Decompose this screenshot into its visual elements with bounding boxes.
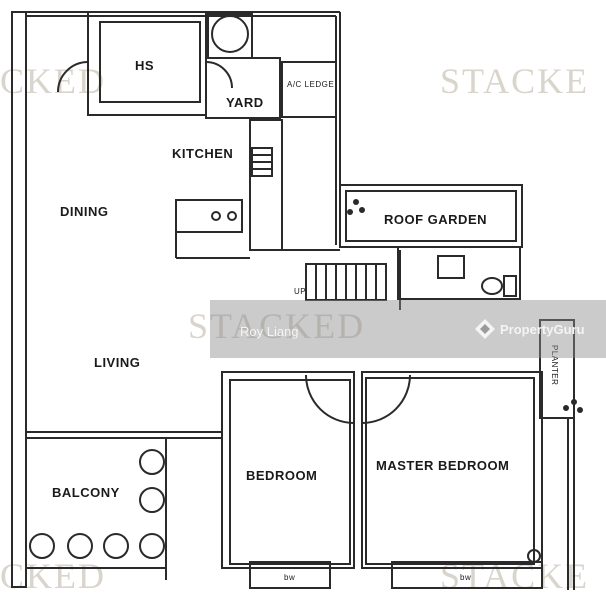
outer-left-wall <box>11 11 27 588</box>
label-bedroom: BEDROOM <box>246 468 318 483</box>
label-kitchen: KITCHEN <box>172 146 234 161</box>
label-planter: PLANTER <box>550 345 559 386</box>
staircase <box>305 263 387 301</box>
label-dining: DINING <box>60 204 109 219</box>
propertyguru-logo-icon <box>475 319 495 339</box>
label-ac-ledge: A/C LEDGE <box>287 80 335 89</box>
bedroom-door-arc <box>305 374 355 424</box>
label-yard: YARD <box>226 95 264 110</box>
plant-symbols <box>347 199 583 413</box>
label-up: UP <box>294 287 307 296</box>
label-master-bedroom: MASTER BEDROOM <box>376 458 510 473</box>
agent-overlay-banner <box>210 300 606 358</box>
planter <box>539 319 575 419</box>
bay-window-left <box>249 561 331 589</box>
label-bw-left: bw <box>284 573 296 582</box>
bay-window-right <box>391 561 543 589</box>
master-bedroom <box>361 371 543 569</box>
label-bw-right: bw <box>460 573 472 582</box>
label-living: LIVING <box>94 355 141 370</box>
bathroom <box>397 246 521 300</box>
propertyguru-brand: PropertyGuru <box>500 322 585 337</box>
master-door-arc <box>361 374 411 424</box>
label-roof-garden: ROOF GARDEN <box>384 212 487 227</box>
bedroom <box>221 371 355 569</box>
ac-ledge <box>281 61 337 118</box>
label-balcony: BALCONY <box>52 485 120 500</box>
yard-room <box>205 57 281 119</box>
balcony-planters <box>29 449 165 559</box>
label-hs: HS <box>135 58 155 73</box>
kitchen-counter <box>249 119 283 251</box>
water-tank <box>211 15 249 53</box>
agent-name: Roy Liang <box>240 324 299 339</box>
hs-door-arc <box>57 61 89 93</box>
stove <box>175 199 243 233</box>
